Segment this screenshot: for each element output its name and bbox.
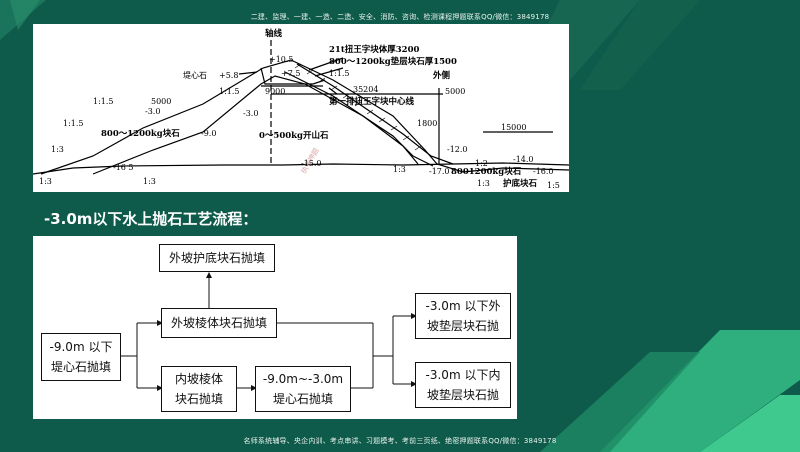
outer-profile (40, 59, 570, 175)
arrow-to-inner-cushion (411, 381, 417, 387)
el-n15: -15.0 (301, 159, 322, 168)
dim-9000-label: 9000 (265, 87, 285, 96)
arrow-to-outer-cushion (411, 313, 417, 319)
el-n9: -9.0 (201, 129, 216, 138)
top-right-stripe-2 (580, 0, 700, 90)
el-7-5: +7.5 (281, 69, 300, 78)
box-inner-body-line2: 块石抛填 (174, 392, 223, 406)
label-21t: 21t扭王字块体厚3200 (329, 44, 419, 55)
box-start-line2: 堤心石抛填 (50, 360, 111, 374)
section-title: -3.0m以下水上抛石工艺流程： (44, 210, 258, 228)
breakwater-cross-section-panel: 执考押题 轴线 21t扭王字块体厚3200 800～1200kg垫层块石厚150… (32, 24, 570, 192)
box-core-mid-line2: 堤心石抛填 (272, 392, 333, 406)
arrow-to-inner-body (157, 385, 163, 391)
leader-first-row (328, 87, 338, 95)
el-n17: -17.0 (429, 167, 450, 176)
axis-label: 轴线 (265, 28, 283, 39)
label-first-row: 第一排扭王字块中心线 (329, 96, 415, 107)
el-10-5: +10.5 (269, 55, 294, 64)
process-flowchart: -9.0m 以下堤心石抛填 外坡护底块石抛填 外坡棱体块石抛填 内坡棱体块石抛填… (33, 236, 517, 419)
label-bottom-stone: 8001200kg块石 (451, 166, 522, 177)
top-left-chevron-2 (10, 0, 40, 30)
dim-15000-label: 15000 (501, 123, 526, 132)
el-n16-5: -16 5 (113, 163, 134, 172)
box-start-core-fill: -9.0m 以下堤心石抛填 (41, 333, 121, 381)
box-core-mid-fill: -9.0m~-3.0m 堤心石抛填 (255, 366, 351, 412)
label-outer: 外侧 (432, 70, 451, 81)
box-outer-body-label: 外坡棱体块石抛填 (170, 316, 267, 330)
slope-12: 1:2 (475, 159, 488, 168)
footer-note: 名师系统辅导、央企内训、考点串讲、习题模考、考前三页纸、绝密押题联系QQ/微信：… (243, 437, 557, 445)
el-5-8: +5.8 (219, 71, 238, 80)
bottom-right-chevron-3 (700, 395, 800, 452)
box-outer-toe-label: 外坡护底块石抛填 (168, 251, 265, 265)
box-outer-body-fill: 外坡棱体块石抛填 (161, 308, 277, 338)
dim-5000-right: 5000 (445, 87, 465, 96)
slope-13-a: 1:3 (39, 177, 52, 186)
flowchart-connectors (121, 272, 417, 391)
dim-1800: 1800 (417, 119, 437, 128)
label-toe: 护底块石 (503, 178, 538, 189)
breakwater-cross-section: 执考押题 轴线 21t扭王字块体厚3200 800～1200kg垫层块石厚150… (32, 28, 570, 190)
box-start-line1: -9.0m 以下 (49, 340, 113, 354)
dim-35204-label: 35204 (353, 85, 378, 94)
arrow-to-outer-body (157, 320, 163, 326)
el-n14: -14.0 (513, 155, 534, 164)
slope-15-b: 1:1.5 (93, 97, 114, 106)
box-inner-body-fill: 内坡棱体块石抛填 (161, 366, 237, 412)
slope-13-e: 1:3 (51, 145, 64, 154)
el-n3-left: -3.0 (145, 107, 160, 116)
inner-profile (92, 75, 419, 175)
label-cushion: 800～1200kg垫层块石厚1500 (329, 56, 457, 67)
slope-15-c: 1:1.5 (63, 119, 84, 128)
armor-hatching (294, 63, 422, 151)
box-outer-toe-fill: 外坡护底块石抛填 (159, 244, 275, 272)
box-inner-cushion-line2: 坡垫层块石抛 (426, 388, 499, 402)
el-n16: -16.0 (533, 167, 554, 176)
slope-15-a: 1:1.5 (219, 87, 240, 96)
el-n12: -12.0 (447, 145, 468, 154)
box-inner-body-line1: 内坡棱体 (174, 372, 223, 386)
box-outer-cushion-line1: -3.0m 以下外 (425, 299, 501, 313)
arrow-to-core-mid (251, 385, 257, 391)
label-800-1200: 800～1200kg块石 (101, 128, 180, 139)
bottom-right-chevron-2 (540, 352, 700, 452)
arrow-to-outer-toe (206, 272, 212, 278)
slope-13-d: 1:3 (477, 179, 490, 188)
slope-15-e: 1:5 (547, 181, 560, 190)
bottom-right-chevron (600, 330, 800, 452)
slope-13-b: 1:3 (143, 177, 156, 186)
label-0-500: 0～500kg开山石 (259, 130, 329, 141)
cushion-layer (284, 71, 434, 167)
seabed-line (32, 162, 570, 175)
dim-5000-left: 5000 (151, 97, 171, 106)
armor-layer (296, 63, 454, 165)
leader-cushion (314, 67, 344, 77)
box-outer-cushion-fill: -3.0m 以下外坡垫层块石抛 (415, 293, 511, 339)
box-outer-cushion-line2: 坡垫层块石抛 (426, 319, 499, 333)
box-inner-cushion-line1: -3.0m 以下内 (425, 368, 501, 382)
leader-21t (308, 57, 344, 71)
box-core-mid-line1: -9.0m~-3.0m (262, 372, 344, 386)
label-core: 堤心石 (183, 70, 207, 80)
el-n3-mid: -3.0 (243, 109, 258, 118)
leader-core (238, 71, 258, 75)
slope-15-d: 1:1.5 (329, 69, 350, 78)
slope-13-c: 1:3 (393, 165, 406, 174)
header-note: 二建、监理、一建、一造、二造、安全、消防、咨询、检测课程押题联系QQ/微信：38… (250, 13, 550, 21)
box-inner-cushion-fill: -3.0m 以下内坡垫层块石抛 (415, 362, 511, 408)
